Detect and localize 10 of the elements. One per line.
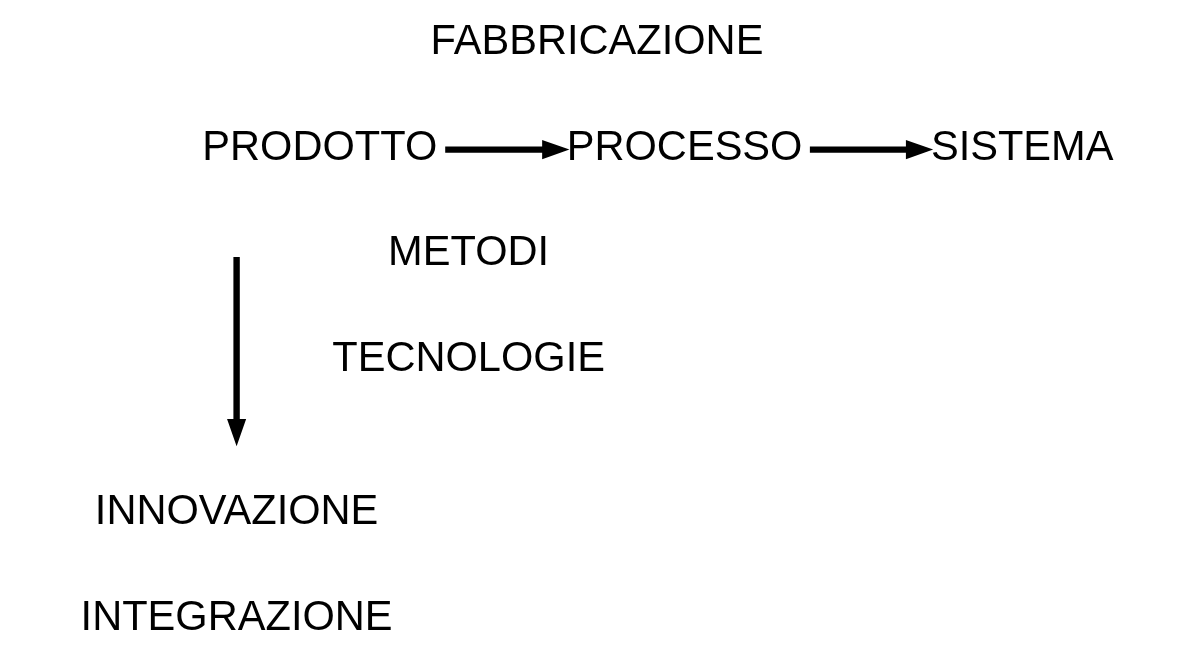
node-text: PRODOTTO xyxy=(202,121,438,169)
node-text: SISTEMA xyxy=(930,121,1114,169)
label: METODI xyxy=(388,227,550,275)
arrow xyxy=(809,140,934,160)
label: INTEGRAZIONE xyxy=(80,592,393,640)
label: TECNOLOGIE xyxy=(332,332,605,380)
label: INNOVAZIONE xyxy=(94,486,379,534)
node-text: PROCESSO xyxy=(566,121,803,169)
diagram-title: FABBRICAZIONE xyxy=(430,16,764,64)
arrow xyxy=(445,140,570,160)
